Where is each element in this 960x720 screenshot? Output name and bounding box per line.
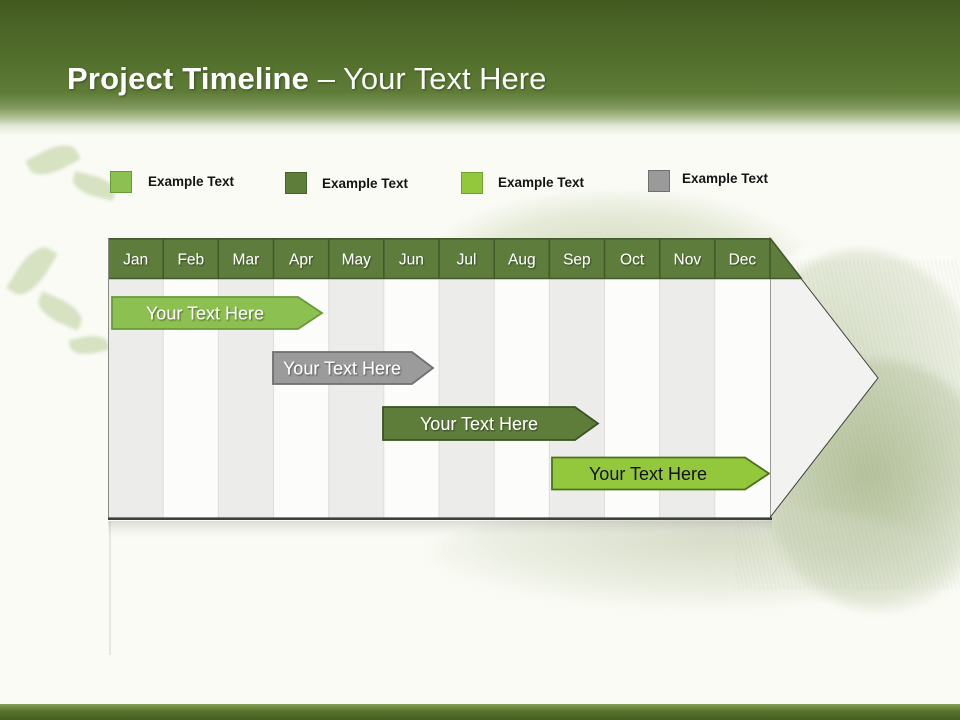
title-subtitle: – Your Text Here	[309, 61, 547, 96]
table-reflection	[108, 521, 772, 541]
task-bar-label: Your Text Here	[589, 464, 707, 484]
legend-swatch-bright-green	[461, 172, 483, 194]
month-label: Mar	[233, 252, 260, 269]
legend-swatch-gray	[648, 170, 670, 192]
task-bar-label: Your Text Here	[146, 304, 264, 324]
task-bar-4	[551, 456, 771, 491]
month-label: Dec	[729, 252, 757, 269]
task-bar-2	[272, 351, 435, 385]
arrow-head	[769, 237, 879, 519]
legend-swatch-dark-green	[285, 172, 307, 194]
task-bar-label: Your Text Here	[420, 414, 538, 434]
month-header: Jan Feb Mar Apr May Jun Jul Aug Sep Oct …	[108, 237, 803, 280]
month-label: Nov	[674, 252, 702, 269]
month-label: Oct	[620, 252, 645, 269]
task-bars: Your Text Here Your Text Here Your Text …	[111, 296, 771, 491]
legend-label: Example Text	[498, 175, 585, 190]
month-label: Jan	[123, 252, 148, 269]
column-gridlines	[162, 279, 716, 518]
month-label: Sep	[563, 252, 591, 269]
legend-label: Example Text	[322, 176, 409, 191]
month-label: Jun	[399, 252, 424, 269]
month-label: Feb	[177, 252, 204, 269]
task-bar-3	[382, 406, 600, 441]
month-label: Jul	[457, 252, 477, 269]
legend-swatch-light-green	[110, 171, 132, 193]
footer-accent-bar	[0, 704, 960, 720]
task-bar-label: Your Text Here	[283, 359, 401, 379]
month-label: May	[342, 252, 372, 269]
task-bar-1	[111, 296, 324, 330]
title-main: Project Timeline	[67, 61, 310, 96]
page-title: Project Timeline – Your Text Here	[67, 61, 546, 97]
month-label: Aug	[508, 252, 536, 269]
month-label: Apr	[289, 252, 313, 269]
table-border	[108, 238, 772, 520]
legend-label: Example Text	[682, 171, 769, 186]
legend-label: Example Text	[148, 174, 235, 189]
title-band: Project Timeline – Your Text Here	[0, 0, 960, 136]
